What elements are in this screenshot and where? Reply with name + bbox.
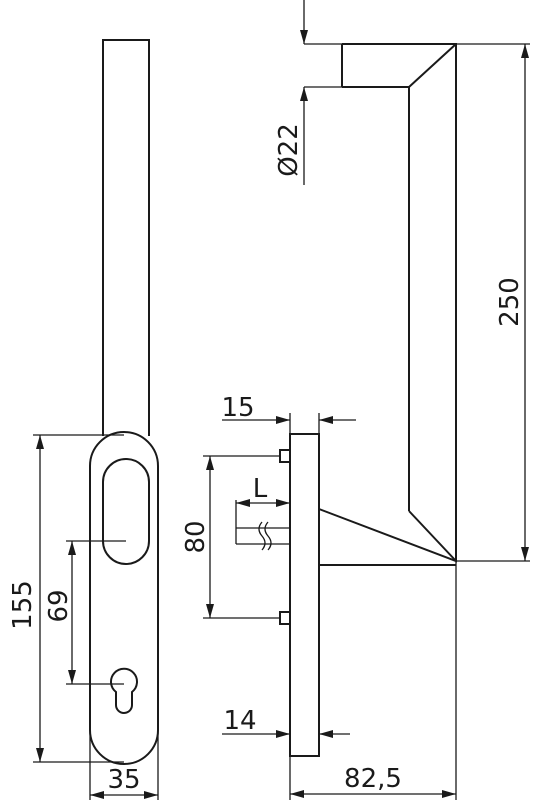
dimension-length: 250: [456, 43, 530, 562]
dimension-plate-length: 155: [8, 434, 124, 763]
dimension-screw-spacing: 80: [181, 455, 280, 619]
handle-bevel-bottom: [408, 510, 457, 562]
handle-profile-inner: [342, 86, 410, 511]
spindle-label: L: [253, 474, 268, 504]
handle-profile-outer: [318, 43, 457, 563]
plate-width-label: 35: [107, 765, 140, 795]
projection-label: 82,5: [344, 764, 402, 794]
dimension-base-thickness: 14: [222, 706, 350, 738]
cylinder-hole: [110, 667, 138, 714]
side-view: [235, 43, 457, 757]
handle-bar-front: [102, 39, 150, 436]
handle-collar-slot: [102, 458, 150, 565]
plate-length-label: 155: [8, 580, 38, 630]
dimension-diameter: Ø22: [274, 0, 342, 185]
screw-bottom: [279, 611, 291, 625]
base-thickness-label: 14: [223, 706, 256, 736]
length-label: 250: [495, 277, 525, 327]
front-view: [89, 39, 159, 765]
rose-plate: [289, 433, 320, 757]
dimension-rose-width: 15: [221, 393, 356, 434]
dimension-plate-width: 35: [89, 730, 159, 800]
handle-bevel-top: [408, 43, 457, 88]
screw-top: [279, 449, 291, 463]
dimension-spindle: L: [235, 474, 290, 528]
dimension-projection: 82,5: [289, 561, 457, 800]
escutcheon-plate: [89, 431, 159, 765]
dimension-cylinder-offset: 69: [44, 540, 126, 685]
rose-width-label: 15: [221, 393, 254, 423]
cylinder-offset-label: 69: [44, 589, 74, 622]
break-mark: [258, 521, 272, 551]
spindle: [235, 527, 290, 545]
diameter-label: Ø22: [274, 123, 304, 177]
screw-spacing-label: 80: [181, 520, 211, 553]
